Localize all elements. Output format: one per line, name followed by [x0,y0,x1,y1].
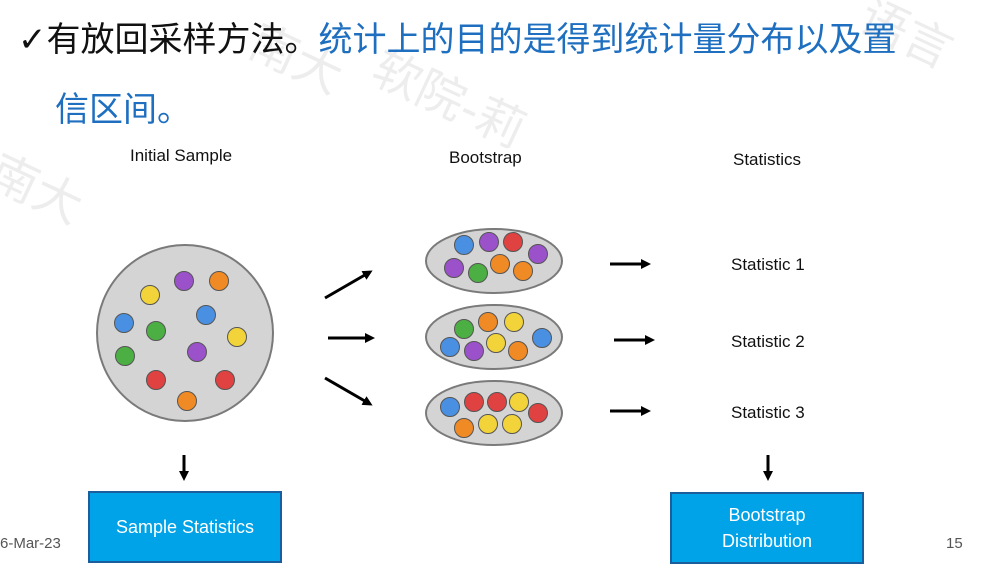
initial-ball [114,313,134,333]
initial-ball [215,370,235,390]
bootstrap-ball [454,418,474,438]
bootstrap-ball [486,333,506,353]
initial-ball [227,327,247,347]
bootstrap-ball [478,414,498,434]
initial-ball [196,305,216,325]
initial-ball [146,321,166,341]
slide-title-line1: ✓有放回采样方法。统计上的目的是得到统计量分布以及置 [18,18,897,62]
bootstrap-distribution-line1: Bootstrap [728,505,806,525]
bootstrap-ball [454,235,474,255]
bootstrap-ball [513,261,533,281]
initial-ball [177,391,197,411]
initial-ball [174,271,194,291]
check-icon: ✓ [18,20,47,60]
bootstrap-ball [479,232,499,252]
initial-ball [140,285,160,305]
bootstrap-ball [487,392,507,412]
bootstrap-ball [528,244,548,264]
initial-ball [187,342,207,362]
sample-statistics-box: Sample Statistics [88,491,282,563]
bootstrap-ball [503,232,523,252]
bootstrap-ball [444,258,464,278]
bootstrap-ball [508,341,528,361]
bootstrap-distribution-line2: Distribution [721,531,813,551]
bootstrap-distribution-box: Bootstrap Distribution [670,492,864,564]
bootstrap-ball [464,392,484,412]
bootstrap-ball [490,254,510,274]
bootstrap-ball [468,263,488,283]
bootstrap-ball [478,312,498,332]
arrow-to-sample-3 [324,376,373,406]
bootstrap-ball [454,319,474,339]
statistic-label-1: Statistic 1 [731,255,805,274]
bootstrap-ball [504,312,524,332]
sample-statistics-label: Sample Statistics [115,517,255,537]
slide-title-line2: 信区间。 [55,90,191,130]
title-text-blue: 统计上的目的是得到统计量分布以及置 [318,20,897,60]
initial-ball [209,271,229,291]
statistic-label-2: Statistic 2 [731,332,805,351]
title-text-black: 有放回采样方法。 [46,20,319,60]
bootstrap-ball [440,337,460,357]
bootstrap-ball [528,403,548,423]
bootstrap-ball [532,328,552,348]
initial-ball [115,346,135,366]
footer-date: 6-Mar-23 [0,535,61,552]
header-statistics: Statistics [733,150,802,169]
statistic-label-3: Statistic 3 [731,403,805,422]
bootstrap-ball [464,341,484,361]
header-initial-sample: Initial Sample [130,146,233,165]
bootstrap-ball [502,414,522,434]
header-bootstrap: Bootstrap [449,148,522,167]
arrow-to-sample-1 [324,270,373,300]
page-number: 15 [946,535,963,552]
initial-ball [146,370,166,390]
bootstrap-ball [509,392,529,412]
bootstrap-ball [440,397,460,417]
